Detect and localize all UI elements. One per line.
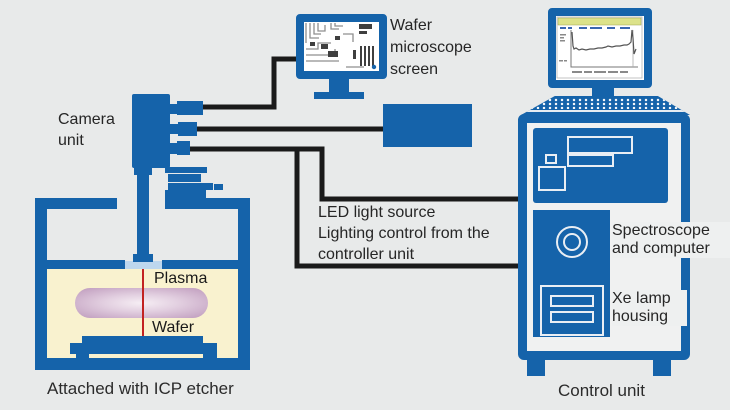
camera-body xyxy=(132,94,170,168)
stage-foot-left xyxy=(76,354,89,360)
keyboard xyxy=(521,96,690,115)
etcher-top-right-bar xyxy=(165,198,250,209)
spectroscope-label: Spectroscope and computer xyxy=(612,222,730,258)
optics-bar-mid1 xyxy=(168,174,201,182)
tower-foot-right xyxy=(653,360,671,376)
xe-lamp-slot2 xyxy=(550,311,594,323)
camera-connector3 xyxy=(177,141,190,155)
cable-camera-to-control-lower xyxy=(294,147,520,269)
optics-bar-bottom xyxy=(165,190,206,198)
microscope-monitor-frame xyxy=(296,14,387,79)
etcher-caption: Attached with ICP etcher xyxy=(47,379,234,398)
control-unit-caption: Control unit xyxy=(558,381,645,400)
control-monitor-stand xyxy=(592,88,614,98)
keyboard-keys xyxy=(529,98,682,109)
microscope-monitor-base xyxy=(314,92,364,99)
led-text-line2: Lighting control from the controller uni… xyxy=(318,225,490,263)
cable-camera-to-microscope-monitor xyxy=(203,56,298,110)
optics-bar-top xyxy=(165,167,207,173)
etcher-left-wall xyxy=(35,198,47,370)
circuit-pattern-svg xyxy=(305,23,377,70)
plasma-label: Plasma xyxy=(154,270,208,287)
plasma-blob xyxy=(75,288,208,318)
camera-unit-label: Camera unit xyxy=(58,111,115,149)
optical-beam-line xyxy=(142,269,144,337)
wafer-stage xyxy=(70,343,217,354)
microscope-monitor-label: Wafer microscope screen xyxy=(390,17,472,78)
spectroscope-port-inner xyxy=(563,233,581,251)
keyboard-slit xyxy=(521,110,690,112)
led-light-source-box xyxy=(383,104,472,147)
camera-adapter xyxy=(134,165,152,175)
camera-lens-flange xyxy=(133,254,153,262)
wafer-label: Wafer xyxy=(152,319,195,336)
etcher-right-wall xyxy=(238,198,250,370)
drive-bay-small xyxy=(567,154,614,167)
spectrum-graph-svg xyxy=(556,16,643,79)
stage-foot-right xyxy=(203,354,217,360)
optics-bar-mid2 xyxy=(168,183,201,191)
panel-square-large xyxy=(538,166,566,191)
etcher-view-window xyxy=(125,261,162,269)
led-text-line1: LED light source xyxy=(318,204,436,221)
tower-foot-left xyxy=(527,360,545,376)
xe-lamp-label: Xe lamp housing xyxy=(612,290,687,326)
optics-knob xyxy=(201,183,213,190)
wafer-plate xyxy=(82,336,203,343)
drive-bay-large xyxy=(567,136,633,154)
camera-column xyxy=(137,175,149,255)
camera-connector1 xyxy=(177,101,203,115)
spectroscope-port-outer xyxy=(556,226,588,258)
power-button-small xyxy=(545,154,557,164)
etcher-ledge-right xyxy=(162,260,238,269)
microscope-monitor-stand xyxy=(329,79,349,92)
xe-lamp-slot1 xyxy=(550,295,594,307)
optics-knob-cap xyxy=(214,184,223,190)
etcher-bottom-bar xyxy=(35,358,250,370)
camera-connector2 xyxy=(178,122,197,136)
control-monitor-frame xyxy=(548,8,652,88)
cable-camera-to-control-upper xyxy=(190,146,520,202)
monitor-power-led xyxy=(371,64,377,70)
xe-lamp-box xyxy=(540,285,604,336)
etcher-top-left-bar xyxy=(35,198,117,209)
etcher-ledge-left xyxy=(45,260,125,269)
camera-connector3-stub xyxy=(168,143,177,154)
camera-connector2-stub xyxy=(170,124,178,134)
camera-connector1-stub xyxy=(170,104,177,114)
